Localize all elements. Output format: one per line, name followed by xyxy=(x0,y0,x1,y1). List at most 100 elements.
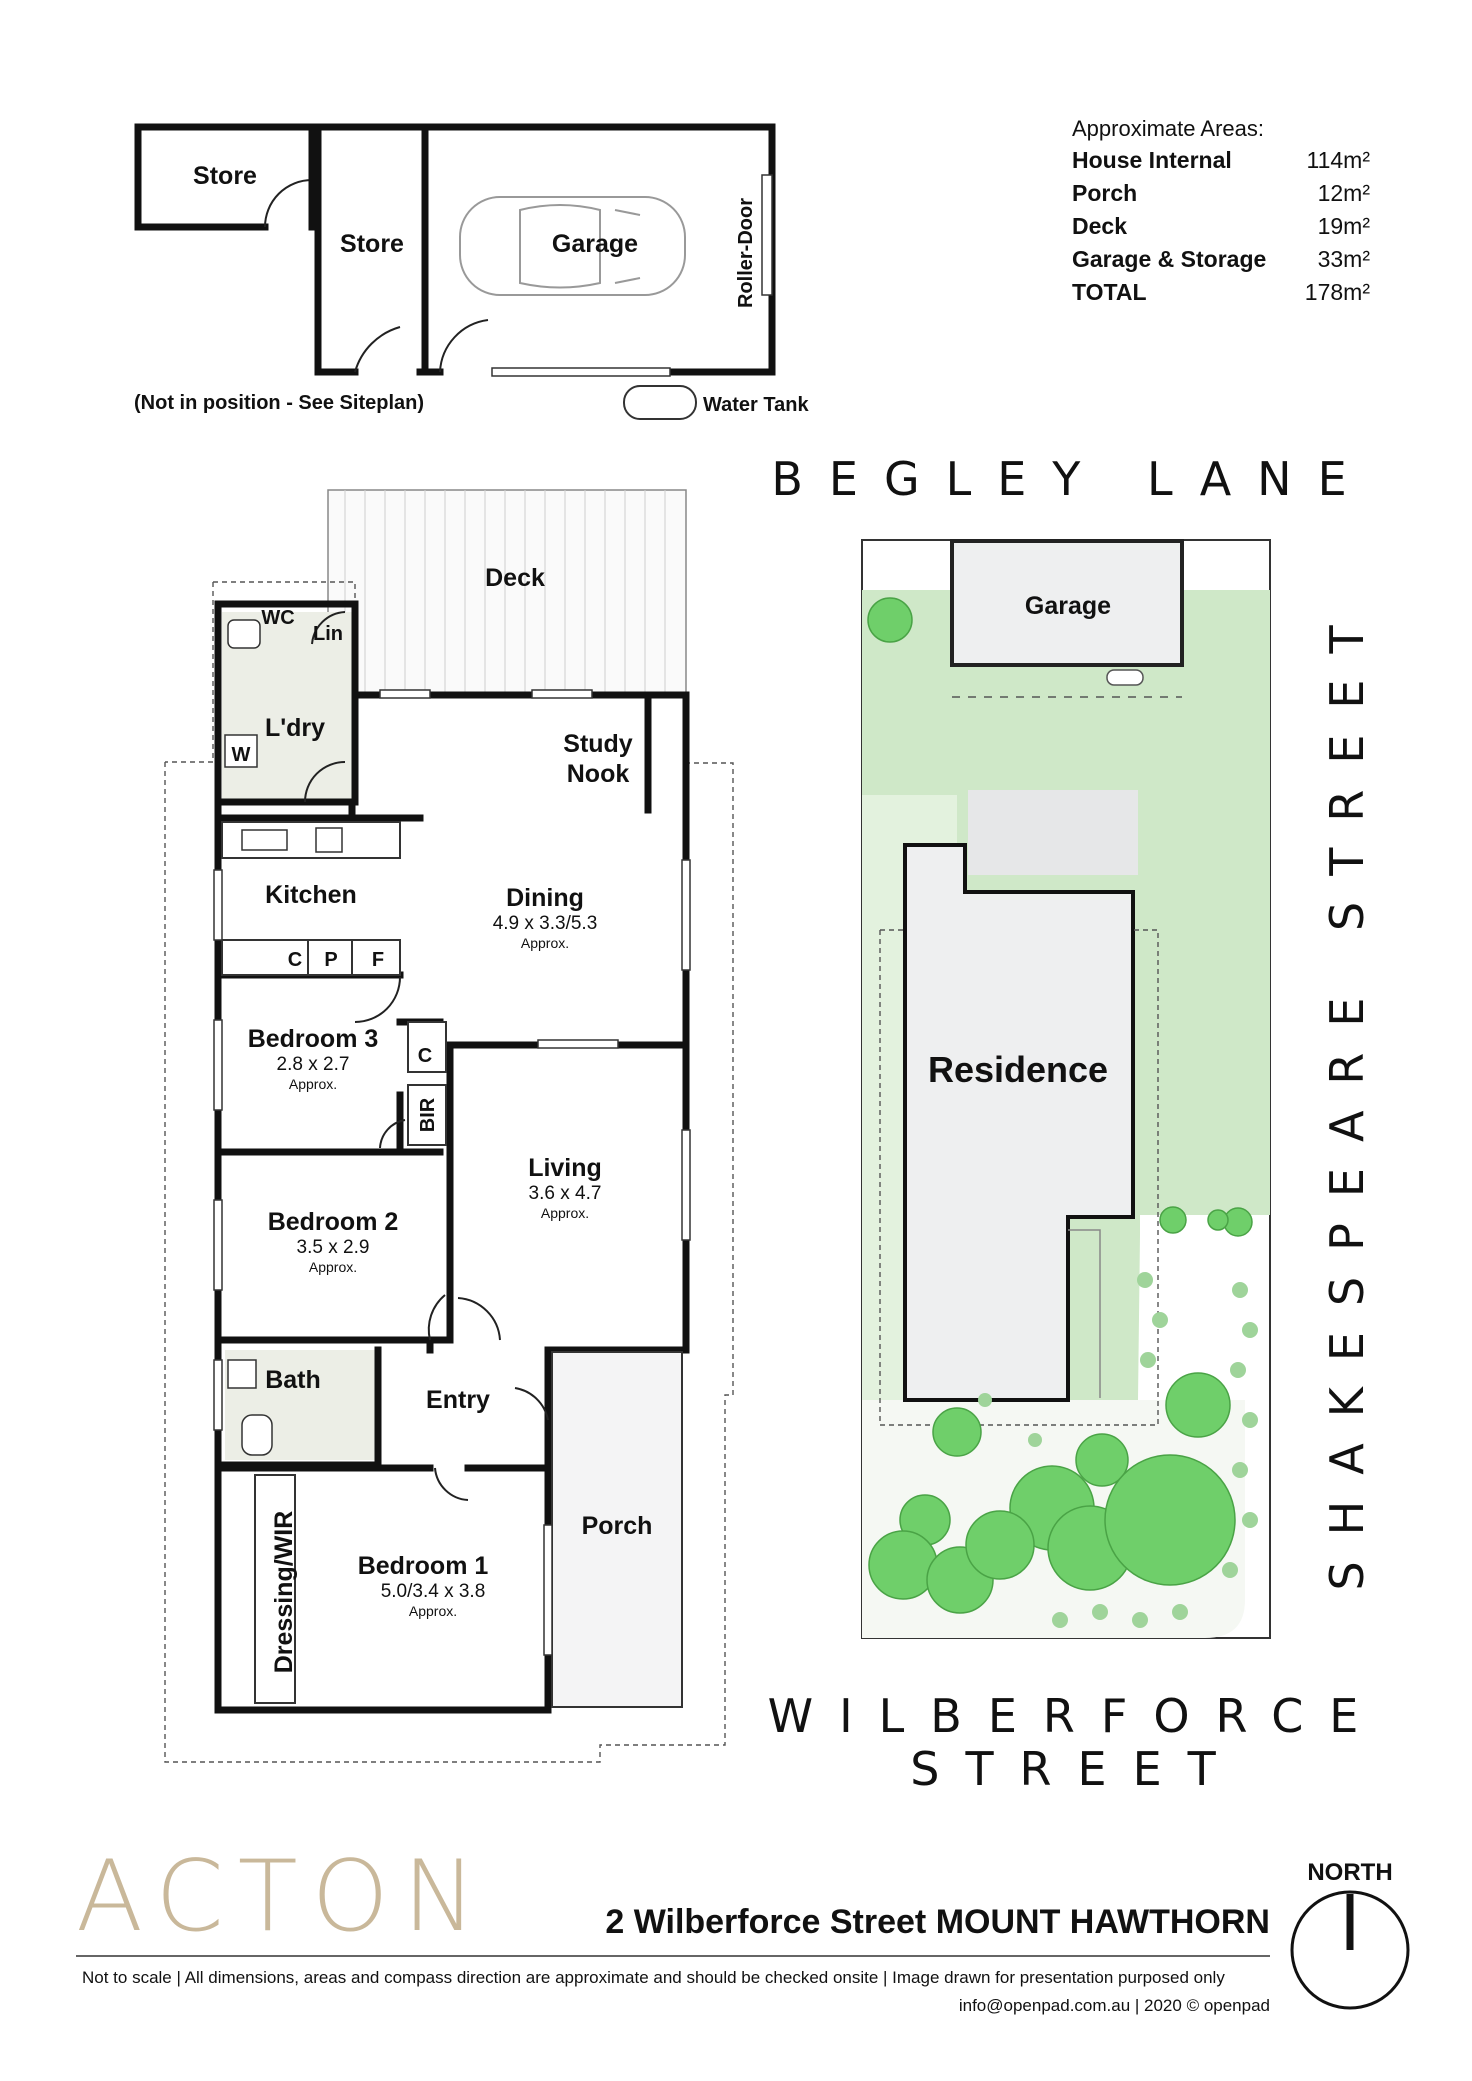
area-value: 33m² xyxy=(1318,246,1371,272)
area-label: Porch xyxy=(1072,180,1137,206)
brand-logo: ACTON xyxy=(76,1840,490,1954)
area-value: 178m² xyxy=(1305,279,1371,305)
residence-label: Residence xyxy=(928,1049,1108,1090)
water-tank-label: Water Tank xyxy=(703,394,809,416)
approx-label: Approx. xyxy=(309,1259,357,1275)
bir xyxy=(407,1084,447,1146)
windows xyxy=(213,859,691,1656)
study-label: Study xyxy=(563,730,633,758)
bedroom1-dimensions: 5.0/3.4 x 3.8 xyxy=(381,1581,486,1602)
closet xyxy=(407,1021,447,1073)
bedroom3-label: Bedroom 3 xyxy=(248,1025,379,1053)
site-garage-label: Garage xyxy=(1025,592,1111,620)
toilet-icon xyxy=(227,619,261,649)
roller-door xyxy=(761,174,773,296)
toilet-icon xyxy=(241,1414,273,1456)
door-swing xyxy=(514,1387,549,1421)
compass-icon xyxy=(1290,1890,1410,2010)
position-note: (Not in position - See Siteplan) xyxy=(134,392,424,414)
property-address: 2 Wilberforce Street MOUNT HAWTHORN xyxy=(605,1903,1270,1941)
living-label: Living xyxy=(528,1154,602,1182)
door-swing xyxy=(379,1119,406,1149)
outbuildings: Store Store Garage Roller-Door (Not in p… xyxy=(134,123,809,420)
shrub-icons xyxy=(978,1272,1258,1628)
water-tank-icon xyxy=(623,385,697,420)
nook-label: Nook xyxy=(567,760,630,788)
door-swing xyxy=(311,611,346,645)
disclaimer-text: Not to scale | All dimensions, areas and… xyxy=(82,1968,1225,1987)
residence-footprint xyxy=(903,843,1135,1402)
fridge-label: F xyxy=(372,949,384,971)
car-icon xyxy=(459,196,686,296)
pantry-c-label: C xyxy=(288,949,302,971)
approx-label: Approx. xyxy=(541,1205,589,1221)
north-label: NORTH xyxy=(1307,1859,1392,1886)
area-label: TOTAL xyxy=(1072,279,1147,305)
door-swing xyxy=(457,1297,501,1341)
water-tank-icon xyxy=(1106,669,1144,686)
kitchen-bench xyxy=(221,821,401,859)
roller-door-label: Roller-Door xyxy=(735,198,757,308)
dressing-label: Dressing/WIR xyxy=(270,1511,298,1674)
approx-label: Approx. xyxy=(409,1603,457,1619)
bedroom2-label: Bedroom 2 xyxy=(268,1208,399,1236)
store-wall xyxy=(134,123,319,231)
site-plan: BEGLEY LANE SHAKESPEARE STREET WILBERFOR… xyxy=(768,452,1385,1796)
shakespeare-street-label: SHAKESPEARE STREET xyxy=(1320,599,1374,1590)
sliding-door xyxy=(491,367,671,377)
porch-label: Porch xyxy=(582,1512,653,1540)
door-swing xyxy=(264,179,313,228)
approx-label: Approx. xyxy=(289,1076,337,1092)
door-swing xyxy=(304,761,346,803)
credit-text: info@openpad.com.au | 2020 © openpad xyxy=(959,1996,1270,2015)
bedroom2-dimensions: 3.5 x 2.9 xyxy=(297,1237,370,1258)
bath-label: Bath xyxy=(265,1366,321,1394)
basin-icon xyxy=(227,1359,257,1389)
door-swing xyxy=(354,326,401,373)
door-swing xyxy=(427,1294,446,1341)
areas-table: Approximate Areas: House Internal 114m² … xyxy=(1072,116,1370,305)
store-label: Store xyxy=(340,230,404,258)
laundry-label: L'dry xyxy=(265,714,325,742)
wardrobe xyxy=(254,1474,296,1704)
bedroom3-dimensions: 2.8 x 2.7 xyxy=(277,1054,350,1075)
dining-dimensions: 4.9 x 3.3/5.3 xyxy=(493,913,598,934)
areas-heading: Approximate Areas: xyxy=(1072,116,1264,141)
area-label: Deck xyxy=(1072,213,1127,239)
street-label: STREET xyxy=(910,1742,1242,1796)
entry-label: Entry xyxy=(426,1386,490,1414)
garage-wall xyxy=(314,123,359,376)
approx-label: Approx. xyxy=(521,935,569,951)
wilberforce-label: WILBERFORCE xyxy=(768,1689,1385,1743)
deck-area xyxy=(327,489,687,696)
deck-label: Deck xyxy=(485,564,545,592)
dining-label: Dining xyxy=(506,884,584,912)
begley-lane-label: BEGLEY LANE xyxy=(771,452,1372,506)
footer: ACTON 2 Wilberforce Street MOUNT HAWTHOR… xyxy=(76,1840,1410,2015)
area-label: House Internal xyxy=(1072,147,1232,173)
area-value: 114m² xyxy=(1307,147,1371,173)
house-floor-plan: Deck WC Lin L'dry W Study Nook Kitchen C… xyxy=(164,489,734,1763)
door-swing xyxy=(354,976,401,1023)
pantry-p-label: P xyxy=(324,949,337,971)
lin-label: Lin xyxy=(313,623,343,645)
store-label: Store xyxy=(193,162,257,190)
door-swing xyxy=(434,1467,469,1501)
wc-label: WC xyxy=(261,607,294,629)
bir-label: BIR xyxy=(417,1097,439,1132)
garage-label: Garage xyxy=(552,230,638,258)
area-value: 12m² xyxy=(1318,180,1371,206)
tree-icons xyxy=(867,597,1253,1614)
kitchen-label: Kitchen xyxy=(265,881,357,909)
washer-icon xyxy=(224,734,258,768)
closet-label: C xyxy=(418,1045,432,1067)
bedroom1-label: Bedroom 1 xyxy=(358,1552,489,1580)
cooktop-icon xyxy=(315,827,343,853)
kitchen-bench xyxy=(221,939,401,976)
sink-icon xyxy=(241,829,288,851)
living-dimensions: 3.6 x 4.7 xyxy=(529,1183,602,1204)
area-value: 19m² xyxy=(1318,213,1371,239)
door-swing xyxy=(439,319,489,373)
area-label: Garage & Storage xyxy=(1072,246,1266,272)
